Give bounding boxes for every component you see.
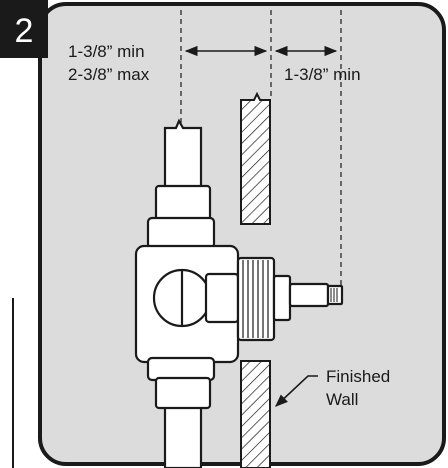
stem-splines: [330, 288, 338, 302]
supply-pipe: [163, 118, 203, 468]
upper-hub: [146, 216, 216, 250]
lower-hex-fitting: [154, 376, 212, 410]
wall-section-upper: [240, 91, 271, 225]
valve-body: [134, 184, 240, 410]
wall-section-lower: [240, 360, 271, 468]
dimension-label-left-min: 1-3/8” min: [68, 42, 145, 61]
dimension-label-right-min: 1-3/8” min: [284, 65, 361, 84]
thread-lines: [242, 260, 269, 338]
upper-hex-fitting: [154, 184, 212, 222]
finished-wall: [240, 91, 271, 468]
cartridge-stem: [288, 282, 330, 308]
valve-side-collar: [204, 272, 240, 324]
reference-lines: [180, 10, 342, 288]
step-number: 2: [15, 12, 34, 50]
lower-pipe: [163, 402, 203, 468]
lower-hub: [146, 356, 216, 382]
step-badge: [0, 0, 48, 58]
cartridge-nut: [272, 274, 292, 322]
upper-pipe: [163, 118, 203, 192]
valve-cartridge: [236, 256, 344, 342]
finished-wall-leader: [275, 375, 318, 407]
dimension-label-left-max: 2-3/8” max: [68, 65, 150, 84]
stem-tip: [326, 284, 344, 306]
callout-line-1: Finished: [326, 367, 390, 386]
callout-line-2: Wall: [326, 390, 358, 409]
